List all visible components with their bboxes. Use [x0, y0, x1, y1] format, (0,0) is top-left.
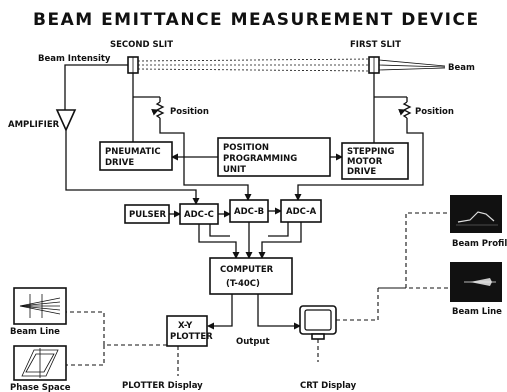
adc-c-label: ADC-C [184, 210, 214, 220]
ppu-line-2: PROGRAMMING [223, 154, 297, 164]
intensity-line [64, 64, 128, 110]
plotter-line-2: PLOTTER [170, 332, 213, 342]
computer-block: COMPUTER (T-40C) [209, 257, 293, 295]
adc-a-to-computer [258, 222, 302, 259]
position-sensor-right [373, 73, 412, 123]
computer-to-crt [257, 294, 301, 330]
amplifier-symbol [55, 109, 77, 132]
second-slit [127, 56, 139, 74]
beam-line-plot-image [13, 287, 67, 325]
beam-line-left-label: Beam Line [10, 327, 60, 337]
adc-b-block: ADC-B [229, 199, 269, 223]
smd-line-3: DRIVE [347, 167, 376, 177]
bus-left [209, 224, 230, 237]
position-right-label: Position [415, 107, 454, 117]
position-programming-unit-block: POSITION PROGRAMMING UNIT [217, 137, 331, 177]
beam-rays [137, 58, 446, 72]
plotter-display-label: PLOTTER Display [122, 381, 203, 391]
computer-line-1: COMPUTER [220, 265, 274, 275]
second-slit-label: SECOND SLIT [110, 40, 173, 50]
computer-to-plotter [207, 294, 233, 330]
adc-a-block: ADC-A [280, 199, 322, 223]
adc-c-block: ADC-C [179, 203, 219, 225]
plotter-dashed-link [66, 311, 167, 346]
smd-line-2: MOTOR [347, 157, 383, 167]
position-sensor-left [132, 73, 165, 123]
diagram-title: BEAM EMITTANCE MEASUREMENT DEVICE [33, 10, 480, 30]
plotter-to-phase-space [66, 345, 105, 366]
adc-a-label: ADC-A [286, 207, 317, 217]
first-slit [368, 56, 380, 74]
amplifier-label: AMPLIFIER [8, 120, 60, 130]
beam-line-photo [450, 262, 502, 302]
beam-intensity-label: Beam Intensity [38, 54, 111, 64]
xy-plotter-block: X-Y PLOTTER [166, 315, 213, 347]
pneumatic-line-2: DRIVE [105, 158, 134, 168]
plotter-line-1: X-Y [178, 321, 193, 331]
adc-c-to-computer [198, 224, 240, 259]
pulser-block: PULSER [124, 204, 170, 224]
ppu-line-1: POSITION [223, 143, 269, 153]
beam-line-right-label: Beam Line [452, 307, 502, 317]
pneumatic-line-1: PNEUMATIC [105, 147, 161, 157]
adc-b-label: ADC-B [234, 207, 264, 217]
pneumatic-drive-block: PNEUMATIC DRIVE [99, 141, 173, 171]
position-left-label: Position [170, 107, 209, 117]
bus-right [268, 222, 289, 237]
amplifier-to-adc-c [65, 130, 200, 205]
beam-profile-photo [450, 195, 502, 233]
computer-line-2: (T-40C) [226, 279, 260, 289]
phase-space-label: Phase Space [10, 383, 71, 392]
beam-label: Beam [448, 63, 475, 73]
crt-monitor [299, 305, 337, 340]
crt-to-beam-profile [378, 212, 450, 289]
output-label: Output [236, 337, 270, 347]
pulser-label: PULSER [129, 210, 166, 220]
crt-to-beam-line [336, 287, 450, 321]
phase-space-plot-image [13, 345, 67, 381]
pos-right-to-adc-a [294, 123, 424, 201]
ppu-line-3: UNIT [223, 165, 246, 175]
beam-profile-label: Beam Profile [452, 239, 507, 249]
stepping-motor-drive-block: STEPPING MOTOR DRIVE [341, 142, 409, 180]
first-slit-label: FIRST SLIT [350, 40, 401, 50]
pos-left-to-adc-b [159, 123, 252, 201]
smd-line-1: STEPPING [347, 147, 394, 157]
crt-display-label: CRT Display [300, 381, 357, 391]
